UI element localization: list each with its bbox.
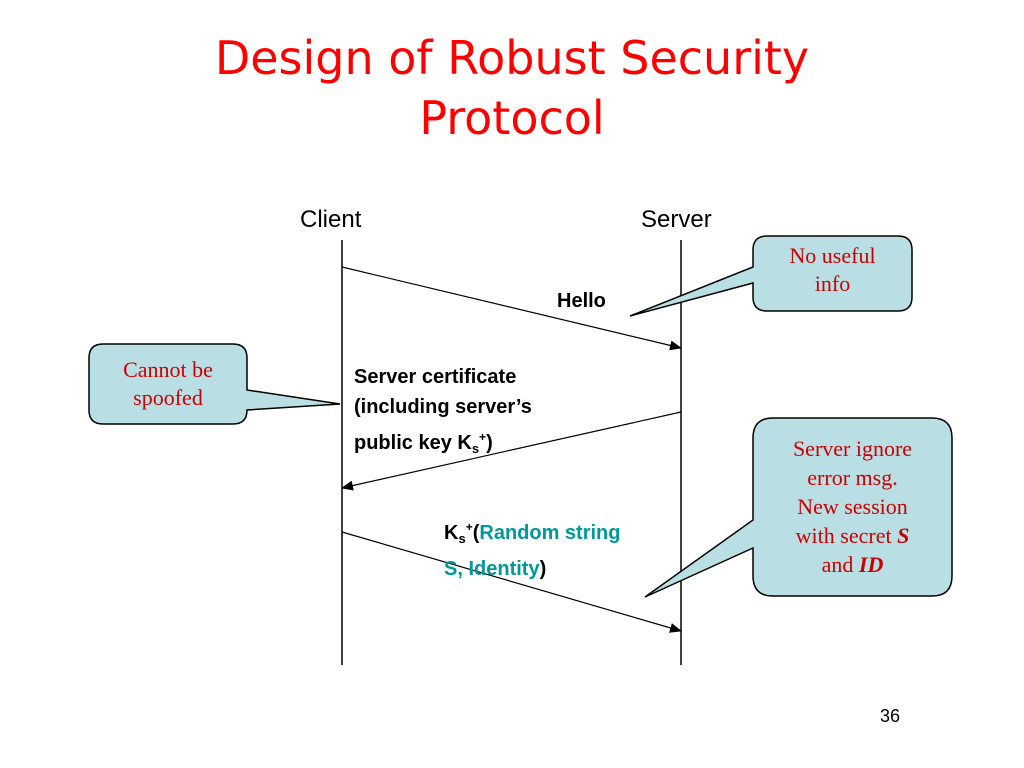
server-label: Server (641, 206, 712, 233)
certificate-line-1: Server certificate (354, 366, 517, 388)
certificate-arrow (341, 411, 682, 491)
callout-cannot-be-spoofed-text: Cannot be spoofed (123, 357, 213, 410)
callout-no-useful-info (629, 235, 913, 317)
title-line-1: Design of Robust Security (214, 31, 810, 85)
page-number: 36 (880, 706, 901, 726)
title-line-2: Protocol (419, 91, 605, 145)
slide-title: Design of Robust Security Protocol (0, 28, 1024, 148)
key-exchange-line-2: S, Identity) (444, 558, 547, 580)
hello-arrow (341, 266, 682, 351)
key-exchange-label: Ks+(Random string S, Identity) (444, 512, 621, 584)
client-label: Client (300, 206, 362, 233)
key-exchange-line-1: Ks+(Random string (444, 520, 621, 546)
callout-server-ignore (644, 417, 953, 598)
callout-no-useful-info-text: No useful info (789, 243, 876, 296)
callout-cannot-be-spoofed (88, 343, 341, 425)
callout-server-ignore-text: Server ignore error msg. New session wit… (792, 436, 913, 577)
certificate-line-3: public key Ks+) (354, 430, 493, 456)
certificate-label: Server certificate (including server’s p… (354, 362, 532, 464)
certificate-line-2: (including server’s (354, 396, 532, 418)
key-exchange-arrow (341, 531, 682, 633)
hello-label: Hello (557, 290, 606, 312)
